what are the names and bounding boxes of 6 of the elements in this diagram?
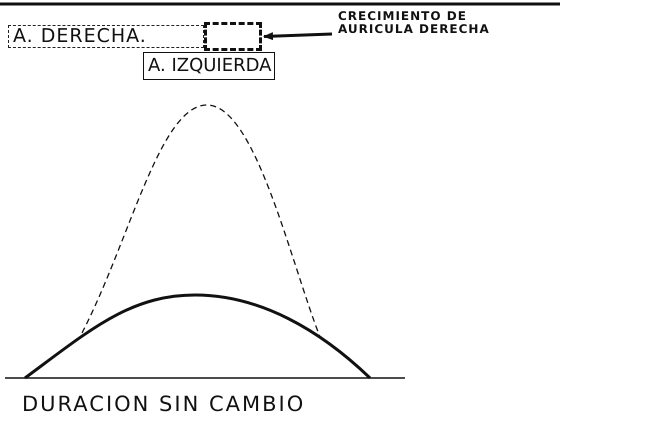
caption-text: DURACION SIN CAMBIO xyxy=(22,392,306,416)
label-box: A. IZQUIERDA xyxy=(143,52,275,80)
dashed-box xyxy=(204,22,262,51)
arrow xyxy=(263,32,332,40)
region-label: A. DERECHA. xyxy=(8,25,204,48)
annotation-text: CRECIMIENTO DE AURICULA DERECHA xyxy=(334,6,524,40)
